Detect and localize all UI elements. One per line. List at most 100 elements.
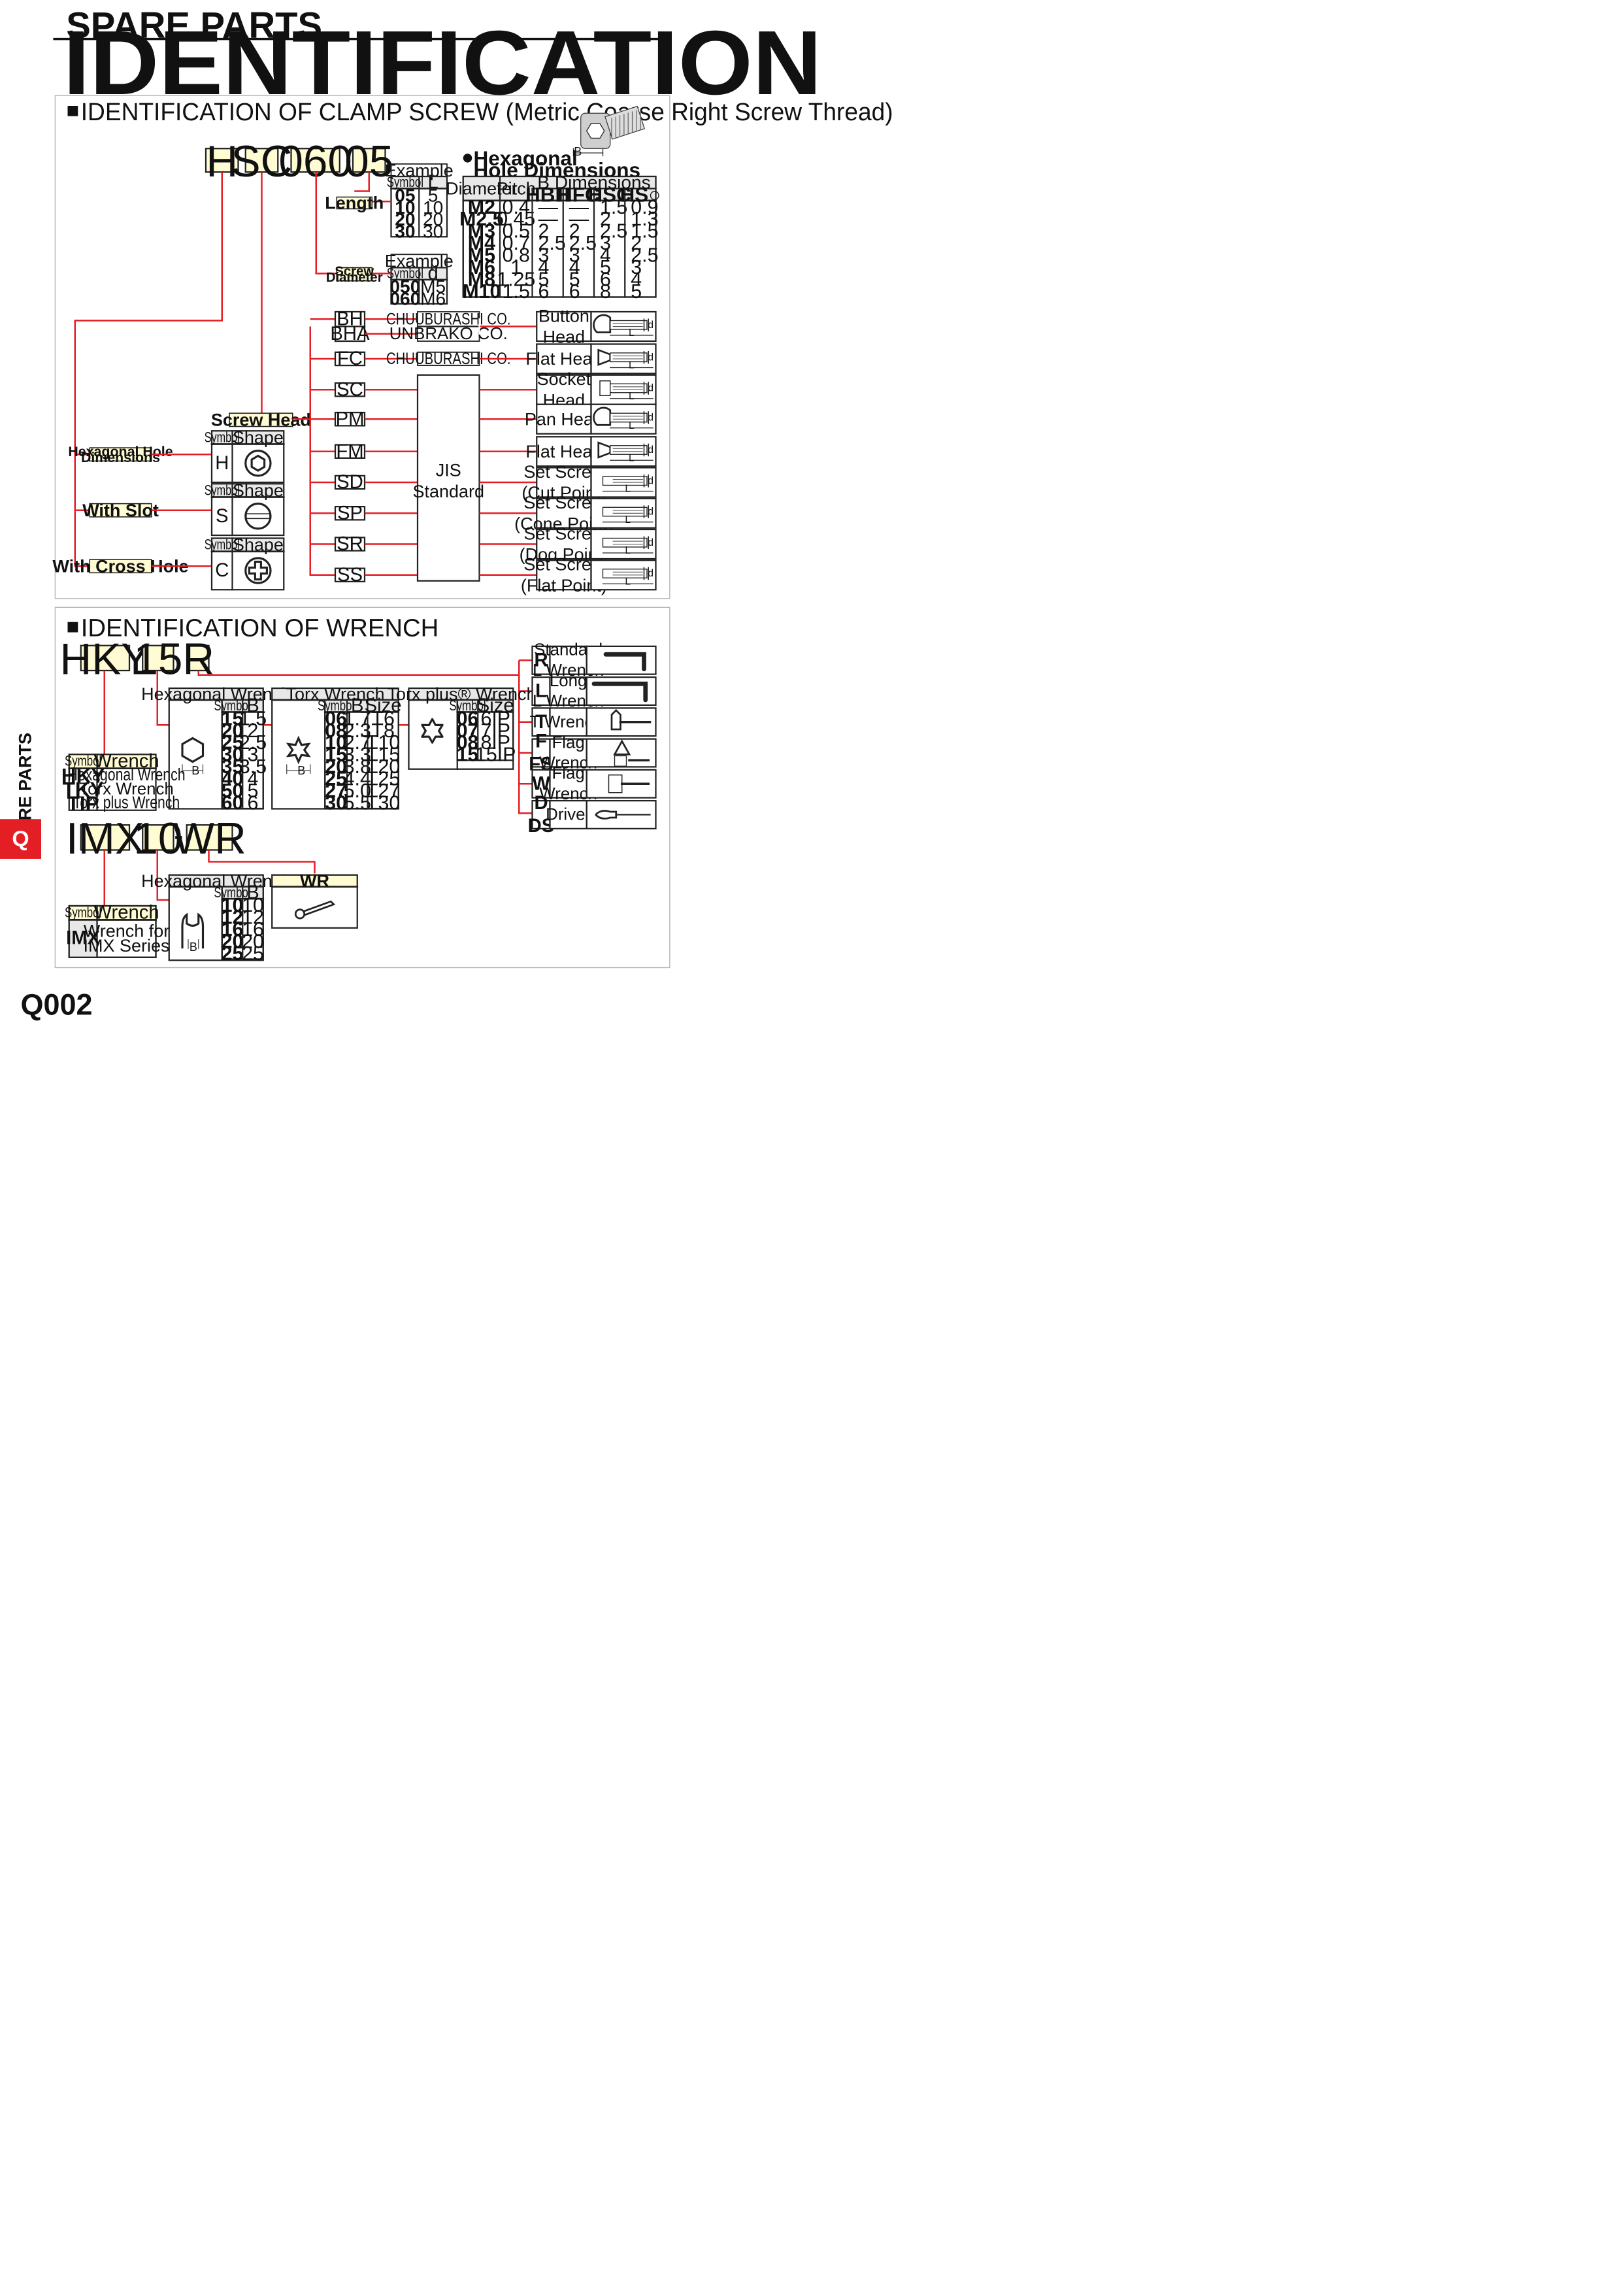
hex-dims-cell: 8 [600,281,611,303]
head-type-name: Socket [537,369,591,389]
screw-diameter-label-text: Diameter [326,271,383,285]
imx-header-cell: Wrench [93,903,159,923]
wrench-type-name: Driver [546,806,591,824]
shape-header-cell: Shape [233,480,284,500]
dim-d-label: d [648,507,653,518]
maker-name: UNBRAKO CO. [389,325,508,343]
dim-l-label: L [625,514,631,525]
wrench-code-box-text: R [182,635,214,684]
b-dim-label: B [190,940,197,954]
head-shape [594,315,610,332]
head-code: FM [336,441,363,462]
wrench-type-name: Flag [552,733,584,752]
hex-dims-cell: 6 [538,281,550,303]
torxplus-profile-icon [422,719,442,742]
table-cell: 30 [395,222,415,242]
head-code: SP [337,503,363,524]
dim-l-label: L [625,484,631,495]
flag-shape [615,756,627,767]
head-code: SS [337,565,363,586]
hex-dims-cell: 1.5 [503,281,530,303]
hex-dims-bullet [463,154,472,163]
dim-d-label: d [648,568,653,579]
section-bullet [68,106,78,116]
table-cell: 25 [222,943,244,965]
table-cell: 60 [222,792,244,814]
dim-l-label: L [629,452,635,463]
connector-diameter [316,172,372,273]
clamp-section-title: IDENTIFICATION OF CLAMP SCREW (Metric Co… [81,98,893,126]
head-shape [594,408,610,425]
t-wrench-icon [612,710,621,729]
head-code: PM [336,408,365,429]
table-cell: T30 [366,792,400,814]
wrench-type-name: Long [550,672,587,690]
dim-l-label: L [629,391,635,402]
dim-d-label: d [648,475,653,486]
hex-socket-shape [252,456,264,471]
dim-l-label: L [629,360,635,371]
head-code: SD [337,472,363,493]
slot-shape [246,514,270,518]
head-code: SR [337,534,363,555]
screw-socket [587,124,604,139]
driver-icon [595,811,616,819]
side-tab-q-label: Q [12,827,29,852]
screw-type-icon [594,408,610,425]
connector-type [199,671,520,675]
shape-symbol: C [215,560,229,581]
dim-d-label: d [648,320,653,331]
section-bullet [68,622,78,633]
wr-wrench-head [295,910,305,919]
head-code: SC [337,379,363,400]
wrench-type-symbol: F [535,731,547,752]
jis-standard-text: JIS [436,461,461,480]
shape-symbol: H [215,453,229,474]
connector-type-bus [519,660,532,813]
shape-header-cell: Shape [233,427,284,447]
head-shape [600,381,610,396]
dim-l-label: L [625,545,631,556]
table-cell: 6 [248,792,259,814]
head-type-name: Button [538,306,589,325]
imx-name: IMX Series [83,936,169,956]
hex-dims-cell: M10 [462,281,501,303]
flag-shape [609,775,622,793]
table-cell: 060 [389,288,420,308]
hex-dims-cell: 6 [569,281,580,303]
torx-profile-icon [288,739,308,762]
b-dim-label: B [297,764,305,777]
table-cell: 25 [242,943,264,965]
dim-l-label: L [629,420,635,431]
table-cell: M6 [420,288,446,308]
head-code: BHA [330,324,370,344]
head-code: FC [337,348,363,369]
driver-handle [595,811,616,819]
t-handle [612,710,621,729]
wr-title-text: WR [300,871,329,891]
page-number: Q002 [21,988,93,1021]
wrench-type-name: Flag [552,765,584,783]
b-dim-label: B [191,764,199,777]
shape-label-text: Dimensions [81,450,160,465]
table-cell: 30 [423,222,443,242]
wrench-name: Torx plus Wrench [73,794,180,812]
dim-d-label: d [648,412,653,424]
dim-d-label: d [648,383,653,394]
length-label-text: Length [325,193,384,213]
shape-label-text: With Slot [82,501,159,520]
screw-type-icon [594,315,610,332]
hex-dims-cell: 5 [631,281,642,303]
dim-l-label: L [625,576,631,587]
jis-standard-text: Standard [412,482,484,501]
table-cell: 15IP [475,744,516,766]
dim-d-label: d [648,352,653,363]
hex-wrench-profile-icon [182,739,203,762]
dim-d-label: d [648,444,653,456]
dim-l-label: L [629,327,635,339]
shape-header-cell: Shape [233,535,284,555]
shape-symbol: S [216,506,229,527]
dim-d-label: d [648,537,653,548]
